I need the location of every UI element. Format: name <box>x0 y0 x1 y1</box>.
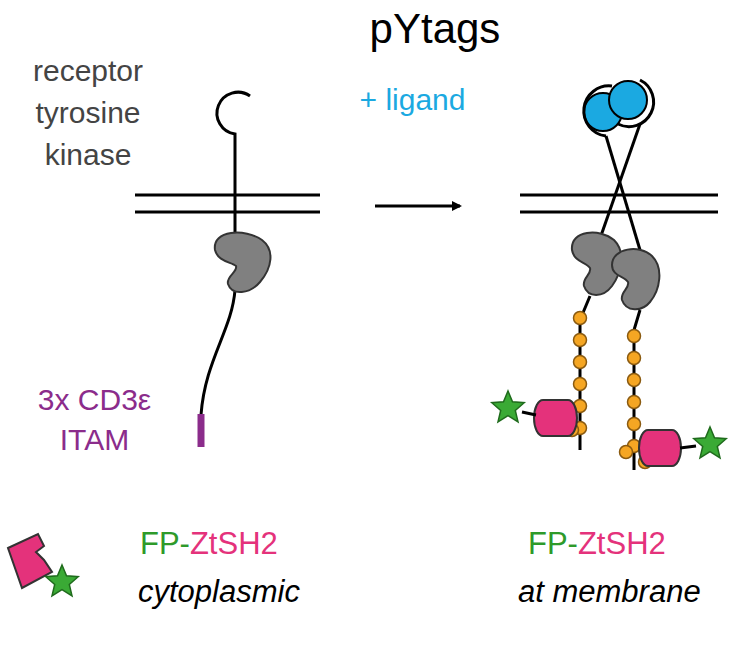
state-label: at membrane <box>518 572 701 612</box>
receptor-label: receptor tyrosine kinase <box>8 50 168 176</box>
phosphotyrosine <box>620 446 633 459</box>
membrane-line <box>520 211 718 214</box>
linker <box>680 446 696 448</box>
phosphotyrosine <box>628 418 641 431</box>
receptor-extracellular <box>217 92 250 250</box>
probe-name: FP-ZtSH2 <box>528 526 666 562</box>
sh2-domain <box>534 400 577 436</box>
fluorescent-protein <box>46 565 78 596</box>
receptor-transmembrane <box>596 124 640 250</box>
phosphotyrosine <box>628 352 641 365</box>
kinase-domain <box>215 233 271 292</box>
phosphotyrosine <box>574 356 587 369</box>
fp-label: FP- <box>140 526 190 562</box>
itam-label: 3x CD3ε ITAM <box>12 380 177 460</box>
receptor-extracellular <box>618 80 654 127</box>
itam-segment <box>198 414 205 447</box>
receptor-transmembrane <box>606 136 640 250</box>
receptor-tail <box>201 290 235 415</box>
phosphotyrosine <box>574 378 587 391</box>
phosphotyrosine <box>628 374 641 387</box>
kinase-domain <box>612 249 659 309</box>
sh2-domain <box>8 534 52 588</box>
probe-name: FP-ZtSH2 <box>140 526 278 562</box>
diagram-title: pYtags <box>300 2 570 57</box>
phosphotyrosine <box>628 330 641 343</box>
membrane-line <box>135 211 320 214</box>
sh2-label: ZtSH2 <box>190 526 278 562</box>
ligand-label: + ligand <box>340 80 485 119</box>
membrane-line <box>520 194 718 197</box>
fp-label: FP- <box>528 526 578 562</box>
phosphotyrosine <box>628 396 641 409</box>
state-label: cytoplasmic <box>138 572 338 612</box>
fluorescent-protein <box>492 391 524 422</box>
reaction-arrow <box>375 205 460 208</box>
fluorescent-protein <box>694 427 726 458</box>
linker <box>522 412 536 415</box>
illustration-part <box>46 391 726 596</box>
ligand <box>609 81 647 119</box>
receptor-extracellular <box>584 86 612 136</box>
phosphotyrosine <box>574 312 587 325</box>
phosphotyrosine <box>574 334 587 347</box>
sh2-label: ZtSH2 <box>578 526 666 562</box>
sh2-domain <box>639 430 681 466</box>
membrane-line <box>135 194 320 197</box>
